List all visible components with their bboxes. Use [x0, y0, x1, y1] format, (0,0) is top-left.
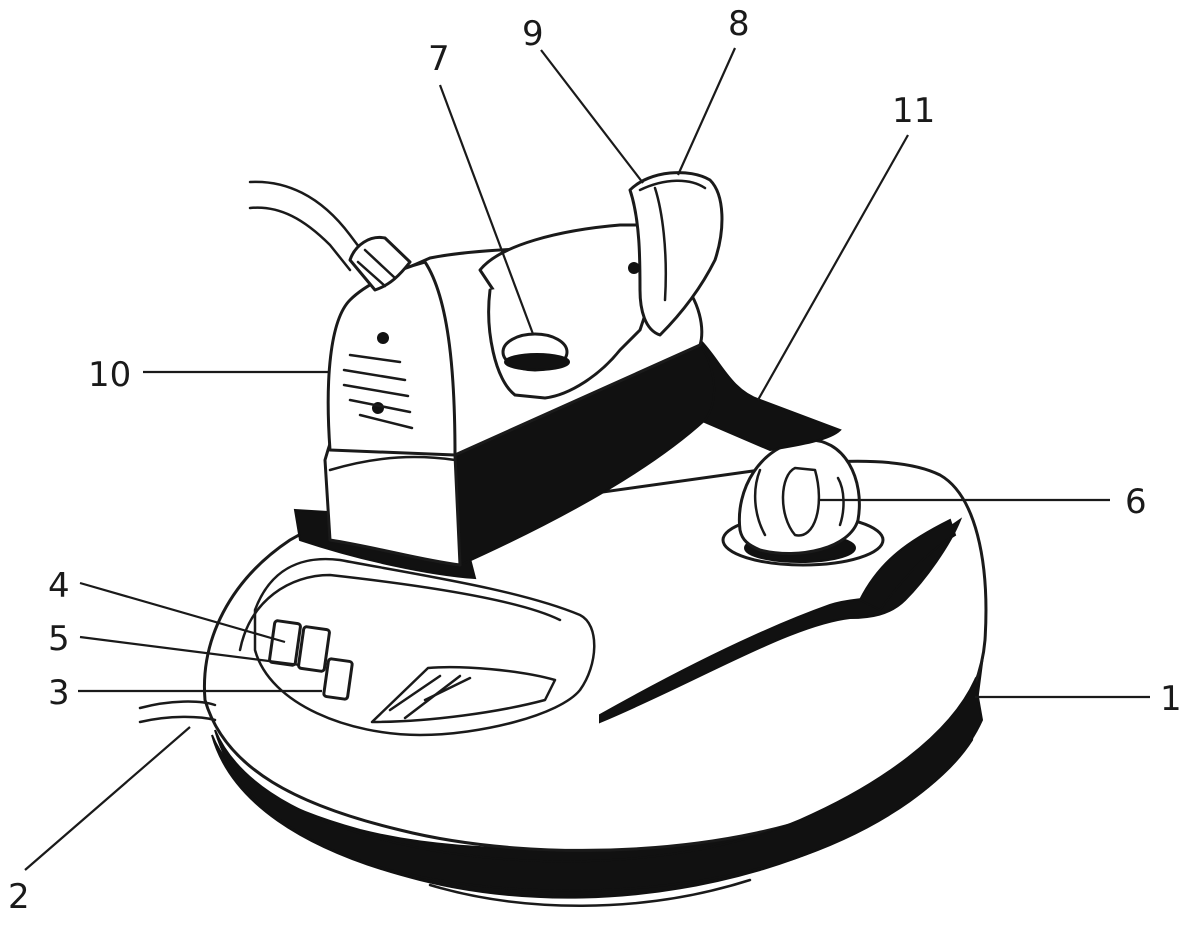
callout-label-8: 8 [728, 4, 750, 44]
callout-label-1: 1 [1160, 679, 1182, 719]
base-station [138, 438, 988, 907]
callout-label-2: 2 [8, 877, 30, 917]
callout-label-3: 3 [48, 673, 70, 713]
callout-labels: 1 2 3 4 5 6 7 8 9 10 11 [8, 4, 1182, 917]
callout-lines [24, 47, 1150, 871]
callout-label-6: 6 [1125, 482, 1147, 522]
callout-line-5 [79, 635, 301, 667]
callout-line-7 [438, 84, 535, 335]
callout-label-9: 9 [522, 14, 544, 54]
callout-label-11: 11 [892, 91, 935, 131]
callout-label-7: 7 [428, 39, 450, 79]
callout-label-4: 4 [48, 566, 70, 606]
callout-line-2 [24, 726, 191, 871]
iron [248, 171, 724, 567]
callout-label-10: 10 [88, 355, 131, 395]
callout-line-8 [676, 47, 737, 176]
callout-line-11 [757, 134, 909, 401]
callout-line-9 [540, 49, 644, 184]
callout-label-5: 5 [48, 619, 70, 659]
callout-line-4 [79, 581, 286, 644]
